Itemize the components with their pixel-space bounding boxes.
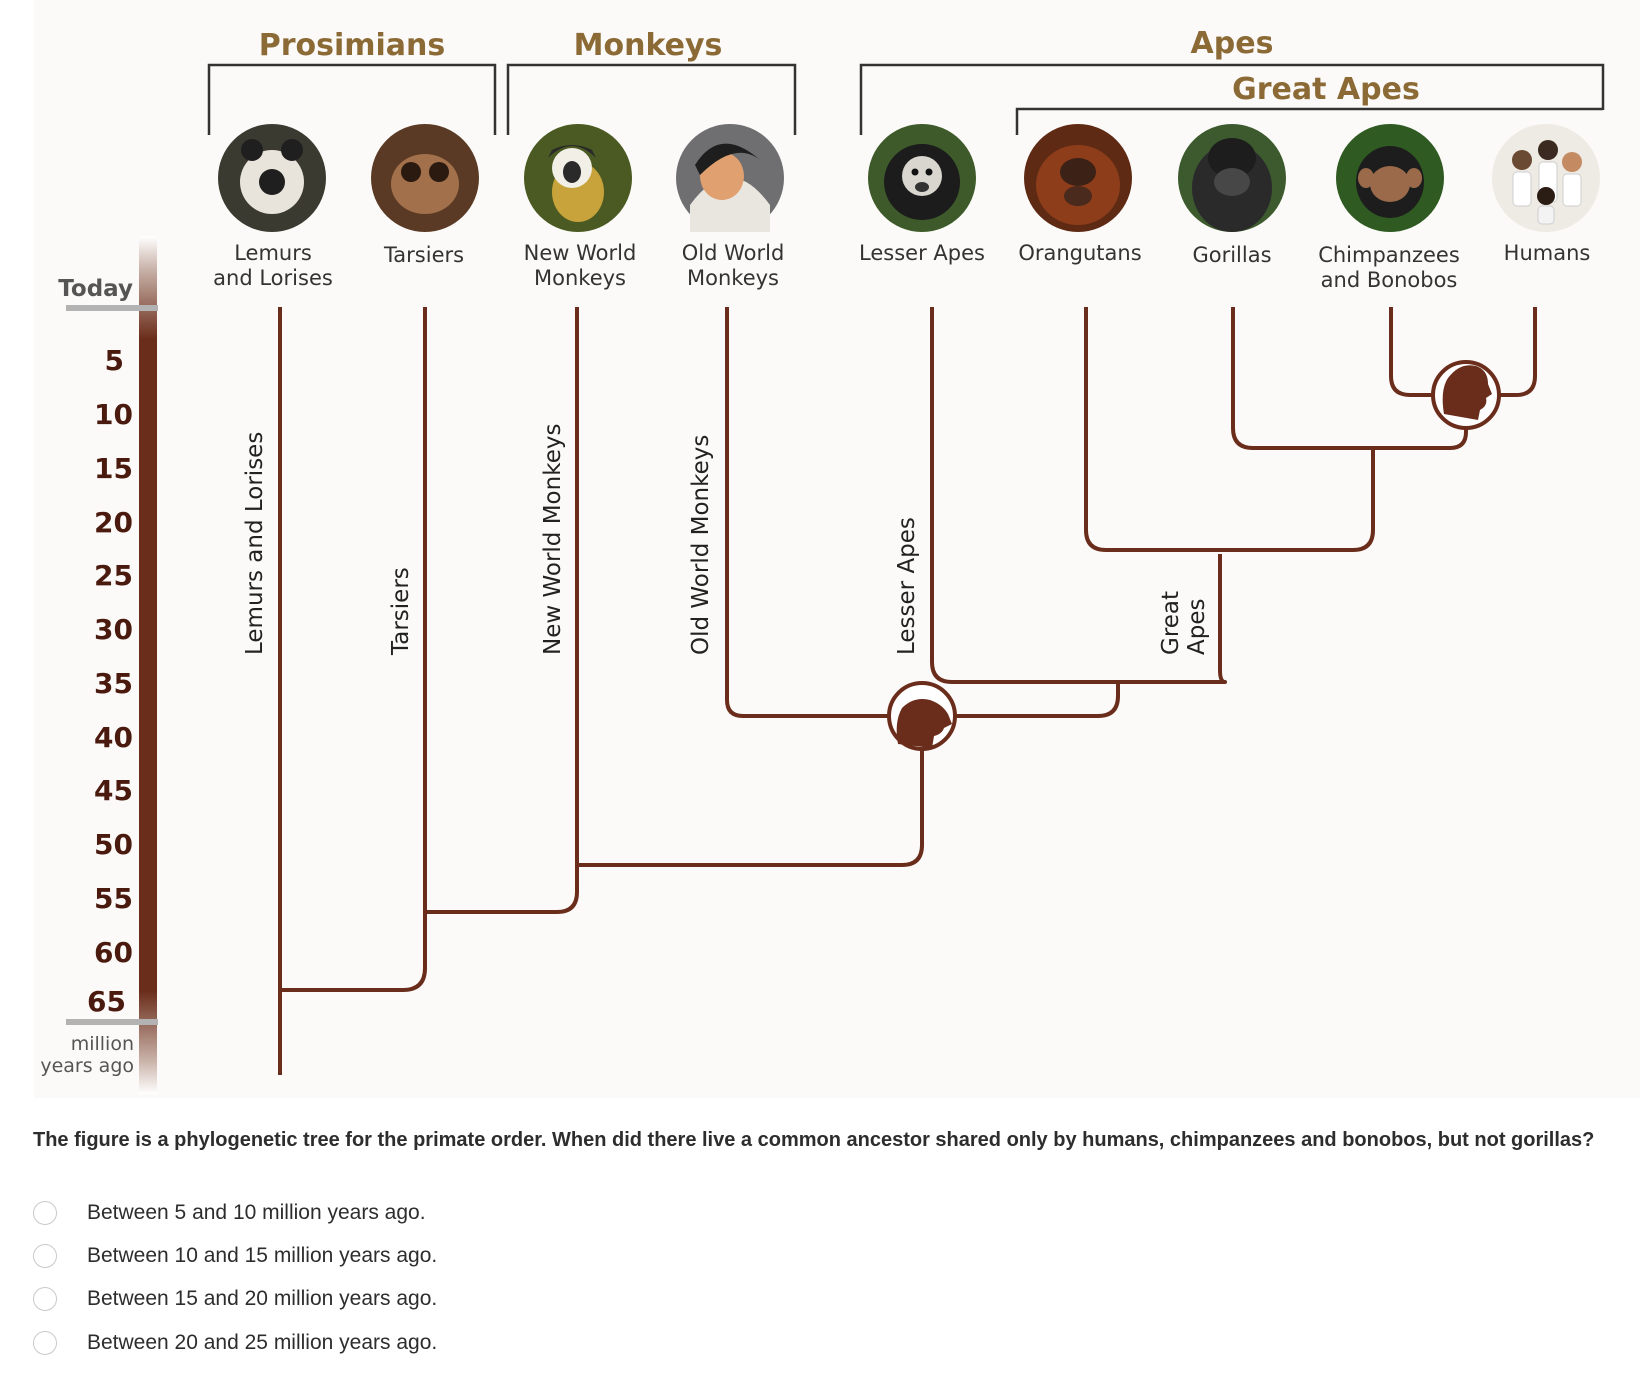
branch-new-world-monkeys — [425, 307, 579, 914]
species-label-tarsiers: Tarsiers — [383, 243, 464, 267]
time-axis: Today 5 10 15 20 25 30 35 40 45 50 55 60… — [40, 236, 158, 1094]
axis-tick-15: 15 — [94, 452, 133, 485]
species-label-lemurs: Lemurs — [234, 241, 312, 265]
monkeys-bracket — [506, 63, 797, 135]
orangutan-photo — [1024, 124, 1132, 232]
branch-chimpanzees — [1389, 307, 1466, 397]
answer-option-label: Between 5 and 10 million years ago. — [87, 1201, 426, 1224]
group-brackets — [207, 63, 1605, 135]
tree-branches — [278, 307, 1537, 1075]
branch-label-tarsiers: Tarsiers — [388, 567, 414, 656]
prosimians-bracket — [207, 63, 497, 135]
species-label-old-world-monkeys-2: Monkeys — [687, 266, 779, 290]
group-label-prosimians: Prosimians — [259, 28, 446, 63]
species-photos — [218, 124, 1600, 232]
branch-label-great-apes-1: Great — [1158, 591, 1184, 655]
axis-tick-65: 65 — [87, 985, 126, 1018]
axis-tick-55: 55 — [94, 882, 133, 915]
branch-tarsiers — [280, 307, 427, 992]
tarsier-photo — [371, 124, 479, 232]
axis-tick-45: 45 — [94, 774, 133, 807]
answer-option-label: Between 15 and 20 million years ago. — [87, 1287, 438, 1310]
today-label: Today — [58, 276, 133, 302]
species-label-old-world-monkeys: Old World — [682, 241, 785, 265]
species-label-lemurs-2: and Lorises — [213, 266, 333, 290]
axis-tick-50: 50 — [94, 828, 133, 861]
branch-label-lesser-apes: Lesser Apes — [894, 517, 920, 655]
axis-unit-years-ago: years ago — [40, 1055, 134, 1077]
time-axis-bar — [139, 236, 157, 1094]
new-world-monkey-photo — [524, 124, 632, 232]
apes-bracket — [859, 63, 1605, 135]
branch-label-lemurs: Lemurs and Lorises — [242, 432, 268, 655]
species-label-new-world-monkeys: New World — [524, 241, 637, 265]
answer-option-2[interactable]: Between 10 and 15 million years ago. — [33, 1241, 437, 1271]
lemur-photo — [218, 124, 326, 232]
species-label-chimpanzees-2: and Bonobos — [1321, 268, 1458, 292]
branch-humans — [1466, 307, 1537, 397]
axis-tick-35: 35 — [94, 667, 133, 700]
species-label-lesser-apes: Lesser Apes — [859, 241, 985, 265]
axis-tick-30: 30 — [94, 613, 133, 646]
branch-old-world-monkeys — [725, 307, 922, 718]
species-label-humans: Humans — [1504, 241, 1591, 265]
radio-button[interactable] — [33, 1244, 57, 1268]
axis-unit-million: million — [71, 1033, 134, 1055]
axis-tick-5: 5 — [105, 344, 124, 377]
answer-option-3[interactable]: Between 15 and 20 million years ago. — [33, 1284, 437, 1314]
answer-option-1[interactable]: Between 5 and 10 million years ago. — [33, 1198, 426, 1228]
branch-catarrhini-stem — [577, 720, 924, 867]
group-label-great-apes: Great Apes — [1232, 72, 1420, 107]
question-text: The figure is a phylogenetic tree for th… — [33, 1129, 1595, 1151]
branch-lesser-apes — [930, 307, 1227, 684]
old-world-monkey-photo — [676, 124, 784, 232]
great-apes-bracket — [1015, 107, 1603, 135]
branch-label-new-world-monkeys: New World Monkeys — [540, 424, 566, 655]
group-label-monkeys: Monkeys — [574, 28, 723, 63]
answer-option-4[interactable]: Between 20 and 25 million years ago. — [33, 1328, 437, 1358]
phylogenetic-tree: Prosimians Monkeys Apes Great Apes — [40, 26, 1605, 1094]
species-label-chimpanzees: Chimpanzees — [1318, 243, 1460, 267]
axis-tick-10: 10 — [94, 398, 133, 431]
humans-photo — [1492, 124, 1600, 232]
today-marker — [66, 305, 158, 311]
sixty-five-marker — [66, 1019, 158, 1025]
axis-tick-40: 40 — [94, 721, 133, 754]
radio-button[interactable] — [33, 1201, 57, 1225]
branch-gorillas — [1231, 307, 1468, 450]
axis-tick-60: 60 — [94, 936, 133, 969]
answer-option-label: Between 20 and 25 million years ago. — [87, 1331, 438, 1354]
lesser-ape-photo — [868, 124, 976, 232]
branch-label-old-world-monkeys: Old World Monkeys — [688, 435, 714, 655]
radio-button[interactable] — [33, 1331, 57, 1355]
axis-tick-20: 20 — [94, 506, 133, 539]
species-label-orangutans: Orangutans — [1018, 241, 1141, 265]
gorilla-photo — [1178, 124, 1286, 232]
primate-ancestor-icon — [887, 681, 957, 751]
radio-button[interactable] — [33, 1287, 57, 1311]
branch-orangutans — [1084, 307, 1375, 552]
answer-option-label: Between 10 and 15 million years ago. — [87, 1244, 438, 1267]
axis-tick-25: 25 — [94, 559, 133, 592]
chimpanzee-photo — [1336, 124, 1444, 232]
species-label-new-world-monkeys-2: Monkeys — [534, 266, 626, 290]
branch-apes-join — [922, 682, 1120, 718]
group-label-apes: Apes — [1191, 26, 1274, 61]
species-label-gorillas: Gorillas — [1192, 243, 1271, 267]
branch-label-great-apes-2: Apes — [1184, 599, 1210, 655]
ape-ancestor-icon — [1431, 360, 1501, 430]
